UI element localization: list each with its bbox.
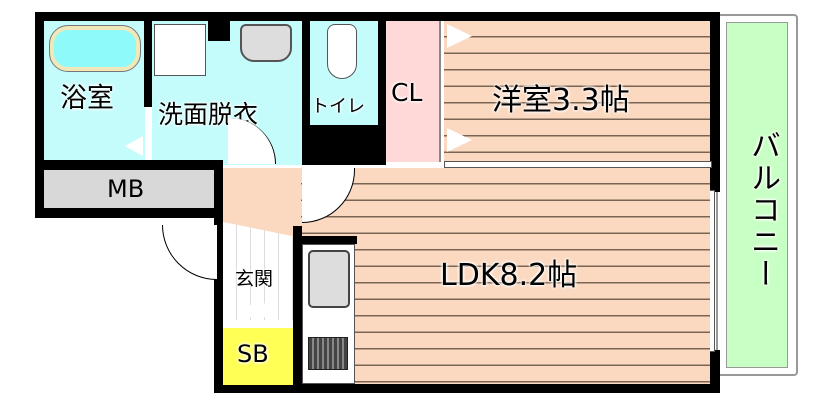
wall (208, 21, 230, 41)
door-arrow-icon (125, 136, 143, 156)
bath-label: 浴室 (60, 83, 114, 114)
toilet-label: トイレ (311, 96, 365, 117)
wall (302, 125, 386, 165)
meter-box (44, 170, 214, 208)
sliding-door[interactable] (444, 161, 712, 168)
stove-icon (308, 337, 348, 370)
balcony-label: バルコニー (745, 130, 780, 290)
wall (302, 12, 310, 162)
kitchen-sink-icon (308, 250, 350, 308)
wall (293, 236, 357, 244)
ldk-label: LDK8.2帖 (440, 258, 578, 293)
wall (710, 12, 720, 192)
washing-machine-icon (154, 24, 206, 76)
wall (710, 350, 720, 392)
wall (35, 12, 44, 217)
western-room (444, 21, 710, 162)
closet-label: CL (391, 78, 423, 107)
wall (35, 12, 720, 21)
western-room-label: 洋室3.3帖 (492, 83, 630, 118)
bathtub-icon (49, 25, 141, 72)
balcony (716, 14, 798, 376)
closet (386, 21, 441, 162)
meter-box-label: MB (107, 175, 145, 203)
wall (215, 384, 720, 393)
ldk (301, 168, 710, 384)
sink-icon (240, 24, 292, 62)
entrance-door[interactable] (162, 225, 217, 280)
wall (378, 12, 386, 162)
wall (214, 215, 223, 393)
wall (144, 12, 152, 107)
shoe-box (223, 328, 295, 385)
shoe-box-label: SB (237, 340, 269, 368)
wall (293, 226, 302, 386)
entrance-label: 玄関 (235, 268, 274, 290)
toilet-icon (327, 24, 357, 79)
